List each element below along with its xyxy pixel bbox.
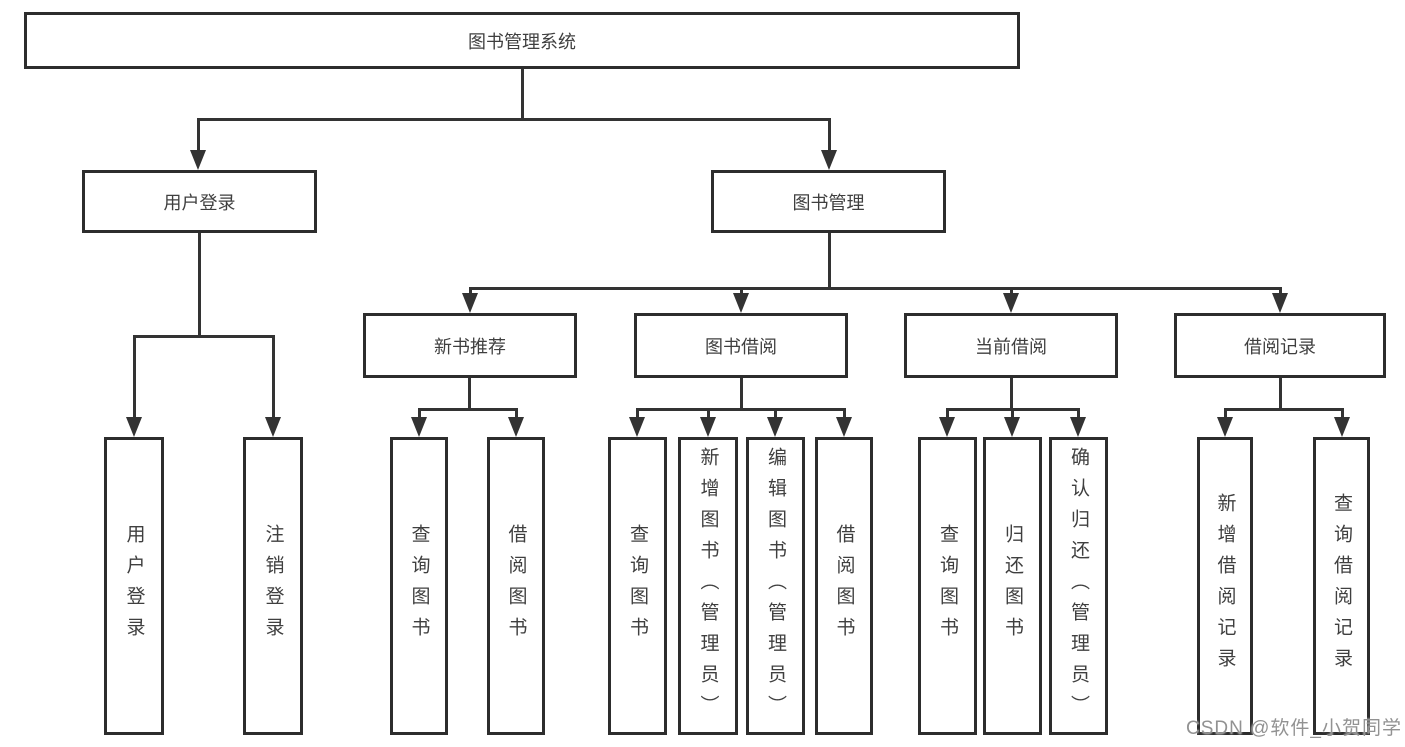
connector-to-book-management — [828, 118, 831, 154]
connector-to-leaf-query-record — [1341, 408, 1344, 422]
connector-root-stem — [521, 68, 524, 120]
node-book-management-label: 图书管理 — [792, 192, 865, 213]
node-borrow-records-label: 借阅记录 — [1244, 336, 1316, 357]
arrowhead-leaf-user-login — [126, 417, 142, 437]
leaf-borrow-books-recommend-label: 借阅图书 — [505, 524, 527, 648]
connector-to-leaf-logout — [272, 335, 275, 421]
arrowhead-borrow-records — [1272, 293, 1288, 313]
csdn-watermark: CSDN @软件_小贺同学 — [1186, 718, 1402, 739]
arrowhead-leaf-borrow2 — [836, 417, 852, 437]
connector-to-leaf-query1 — [418, 408, 421, 422]
leaf-edit-book-admin: 编辑图书（管理员） — [746, 437, 805, 735]
arrowhead-new-book — [462, 293, 478, 313]
connector-to-leaf-borrow1 — [515, 408, 518, 422]
arrowhead-leaf-borrow1 — [508, 417, 524, 437]
leaf-return-books: 归还图书 — [983, 437, 1042, 735]
connector-book-borrowing-bar — [636, 408, 845, 411]
leaf-borrow-books-recommend: 借阅图书 — [487, 437, 545, 735]
node-current-borrowing: 当前借阅 — [904, 313, 1118, 378]
connector-book-borrowing-stem — [740, 378, 743, 410]
leaf-confirm-return-admin-label: 确认归还（管理员） — [1068, 446, 1089, 726]
arrowhead-leaf-edit-book — [767, 417, 783, 437]
arrowhead-leaf-query3 — [939, 417, 955, 437]
connector-to-leaf-borrow2 — [843, 408, 846, 422]
connector-to-user-login — [197, 118, 200, 154]
leaf-logout: 注销登录 — [243, 437, 303, 735]
leaf-query-books-borrowing: 查询图书 — [608, 437, 667, 735]
leaf-user-login: 用户登录 — [104, 437, 164, 735]
leaf-query-books-current-label: 查询图书 — [937, 524, 958, 648]
arrowhead-current-borrowing — [1003, 293, 1019, 313]
node-user-login: 用户登录 — [82, 170, 317, 233]
leaf-confirm-return-admin: 确认归还（管理员） — [1049, 437, 1108, 735]
leaf-return-books-label: 归还图书 — [1002, 524, 1023, 648]
connector-user-login-stem — [198, 233, 201, 337]
connector-book-management-stem — [828, 233, 831, 289]
connector-borrow-records-bar — [1224, 408, 1343, 411]
node-book-borrowing: 图书借阅 — [634, 313, 848, 378]
arrowhead-leaf-query-record — [1334, 417, 1350, 437]
arrowhead-leaf-query1 — [411, 417, 427, 437]
connector-to-leaf-query3 — [946, 408, 949, 422]
leaf-query-books-recommend: 查询图书 — [390, 437, 448, 735]
node-new-book-recommend-label: 新书推荐 — [434, 336, 506, 357]
node-user-login-label: 用户登录 — [163, 192, 236, 213]
arrowhead-leaf-add-book — [700, 417, 716, 437]
arrowhead-book-borrowing — [733, 293, 749, 313]
node-root-system: 图书管理系统 — [24, 12, 1020, 69]
arrowhead-leaf-return — [1004, 417, 1020, 437]
node-borrow-records: 借阅记录 — [1174, 313, 1386, 378]
leaf-borrow-books-borrowing-label: 借阅图书 — [833, 524, 855, 648]
connector-to-leaf-query2 — [636, 408, 639, 422]
leaf-query-borrow-record-label: 查询借阅记录 — [1331, 493, 1352, 679]
leaf-add-book-admin: 新增图书（管理员） — [678, 437, 738, 735]
node-current-borrowing-label: 当前借阅 — [975, 336, 1047, 357]
leaf-add-book-admin-label: 新增图书（管理员） — [697, 446, 719, 726]
connector-new-book-bar — [418, 408, 518, 411]
leaf-add-borrow-record-label: 新增借阅记录 — [1214, 493, 1236, 679]
connector-root-bar — [198, 118, 831, 121]
connector-new-book-stem — [468, 378, 471, 410]
leaf-query-books-recommend-label: 查询图书 — [408, 524, 430, 648]
leaf-logout-label: 注销登录 — [262, 524, 284, 648]
arrowhead-book-management — [821, 150, 837, 170]
connector-user-login-bar — [133, 335, 274, 338]
arrowhead-leaf-logout — [265, 417, 281, 437]
arrowhead-user-login — [190, 150, 206, 170]
arrowhead-leaf-add-record — [1217, 417, 1233, 437]
arrowhead-leaf-confirm-return — [1070, 417, 1086, 437]
arrowhead-leaf-query2 — [629, 417, 645, 437]
leaf-user-login-label: 用户登录 — [123, 524, 145, 648]
node-new-book-recommend: 新书推荐 — [363, 313, 577, 378]
node-root-label: 图书管理系统 — [468, 31, 576, 52]
node-book-borrowing-label: 图书借阅 — [705, 336, 777, 357]
connector-current-borrowing-stem — [1010, 378, 1013, 410]
connector-to-leaf-edit-book — [774, 408, 777, 422]
connector-borrow-records-stem — [1279, 378, 1282, 410]
leaf-query-books-borrowing-label: 查询图书 — [627, 524, 648, 648]
connector-to-leaf-confirm-return — [1077, 408, 1080, 422]
leaf-query-books-current: 查询图书 — [918, 437, 977, 735]
node-book-management: 图书管理 — [711, 170, 946, 233]
connector-to-leaf-add-book — [707, 408, 710, 422]
leaf-query-borrow-record: 查询借阅记录 — [1313, 437, 1370, 735]
connector-to-leaf-user-login — [133, 335, 136, 421]
leaf-edit-book-admin-label: 编辑图书（管理员） — [765, 446, 786, 726]
leaf-borrow-books-borrowing: 借阅图书 — [815, 437, 873, 735]
connector-to-leaf-add-record — [1224, 408, 1227, 422]
leaf-add-borrow-record: 新增借阅记录 — [1197, 437, 1253, 735]
connector-to-leaf-return — [1011, 408, 1014, 422]
connector-book-management-bar — [469, 287, 1281, 290]
